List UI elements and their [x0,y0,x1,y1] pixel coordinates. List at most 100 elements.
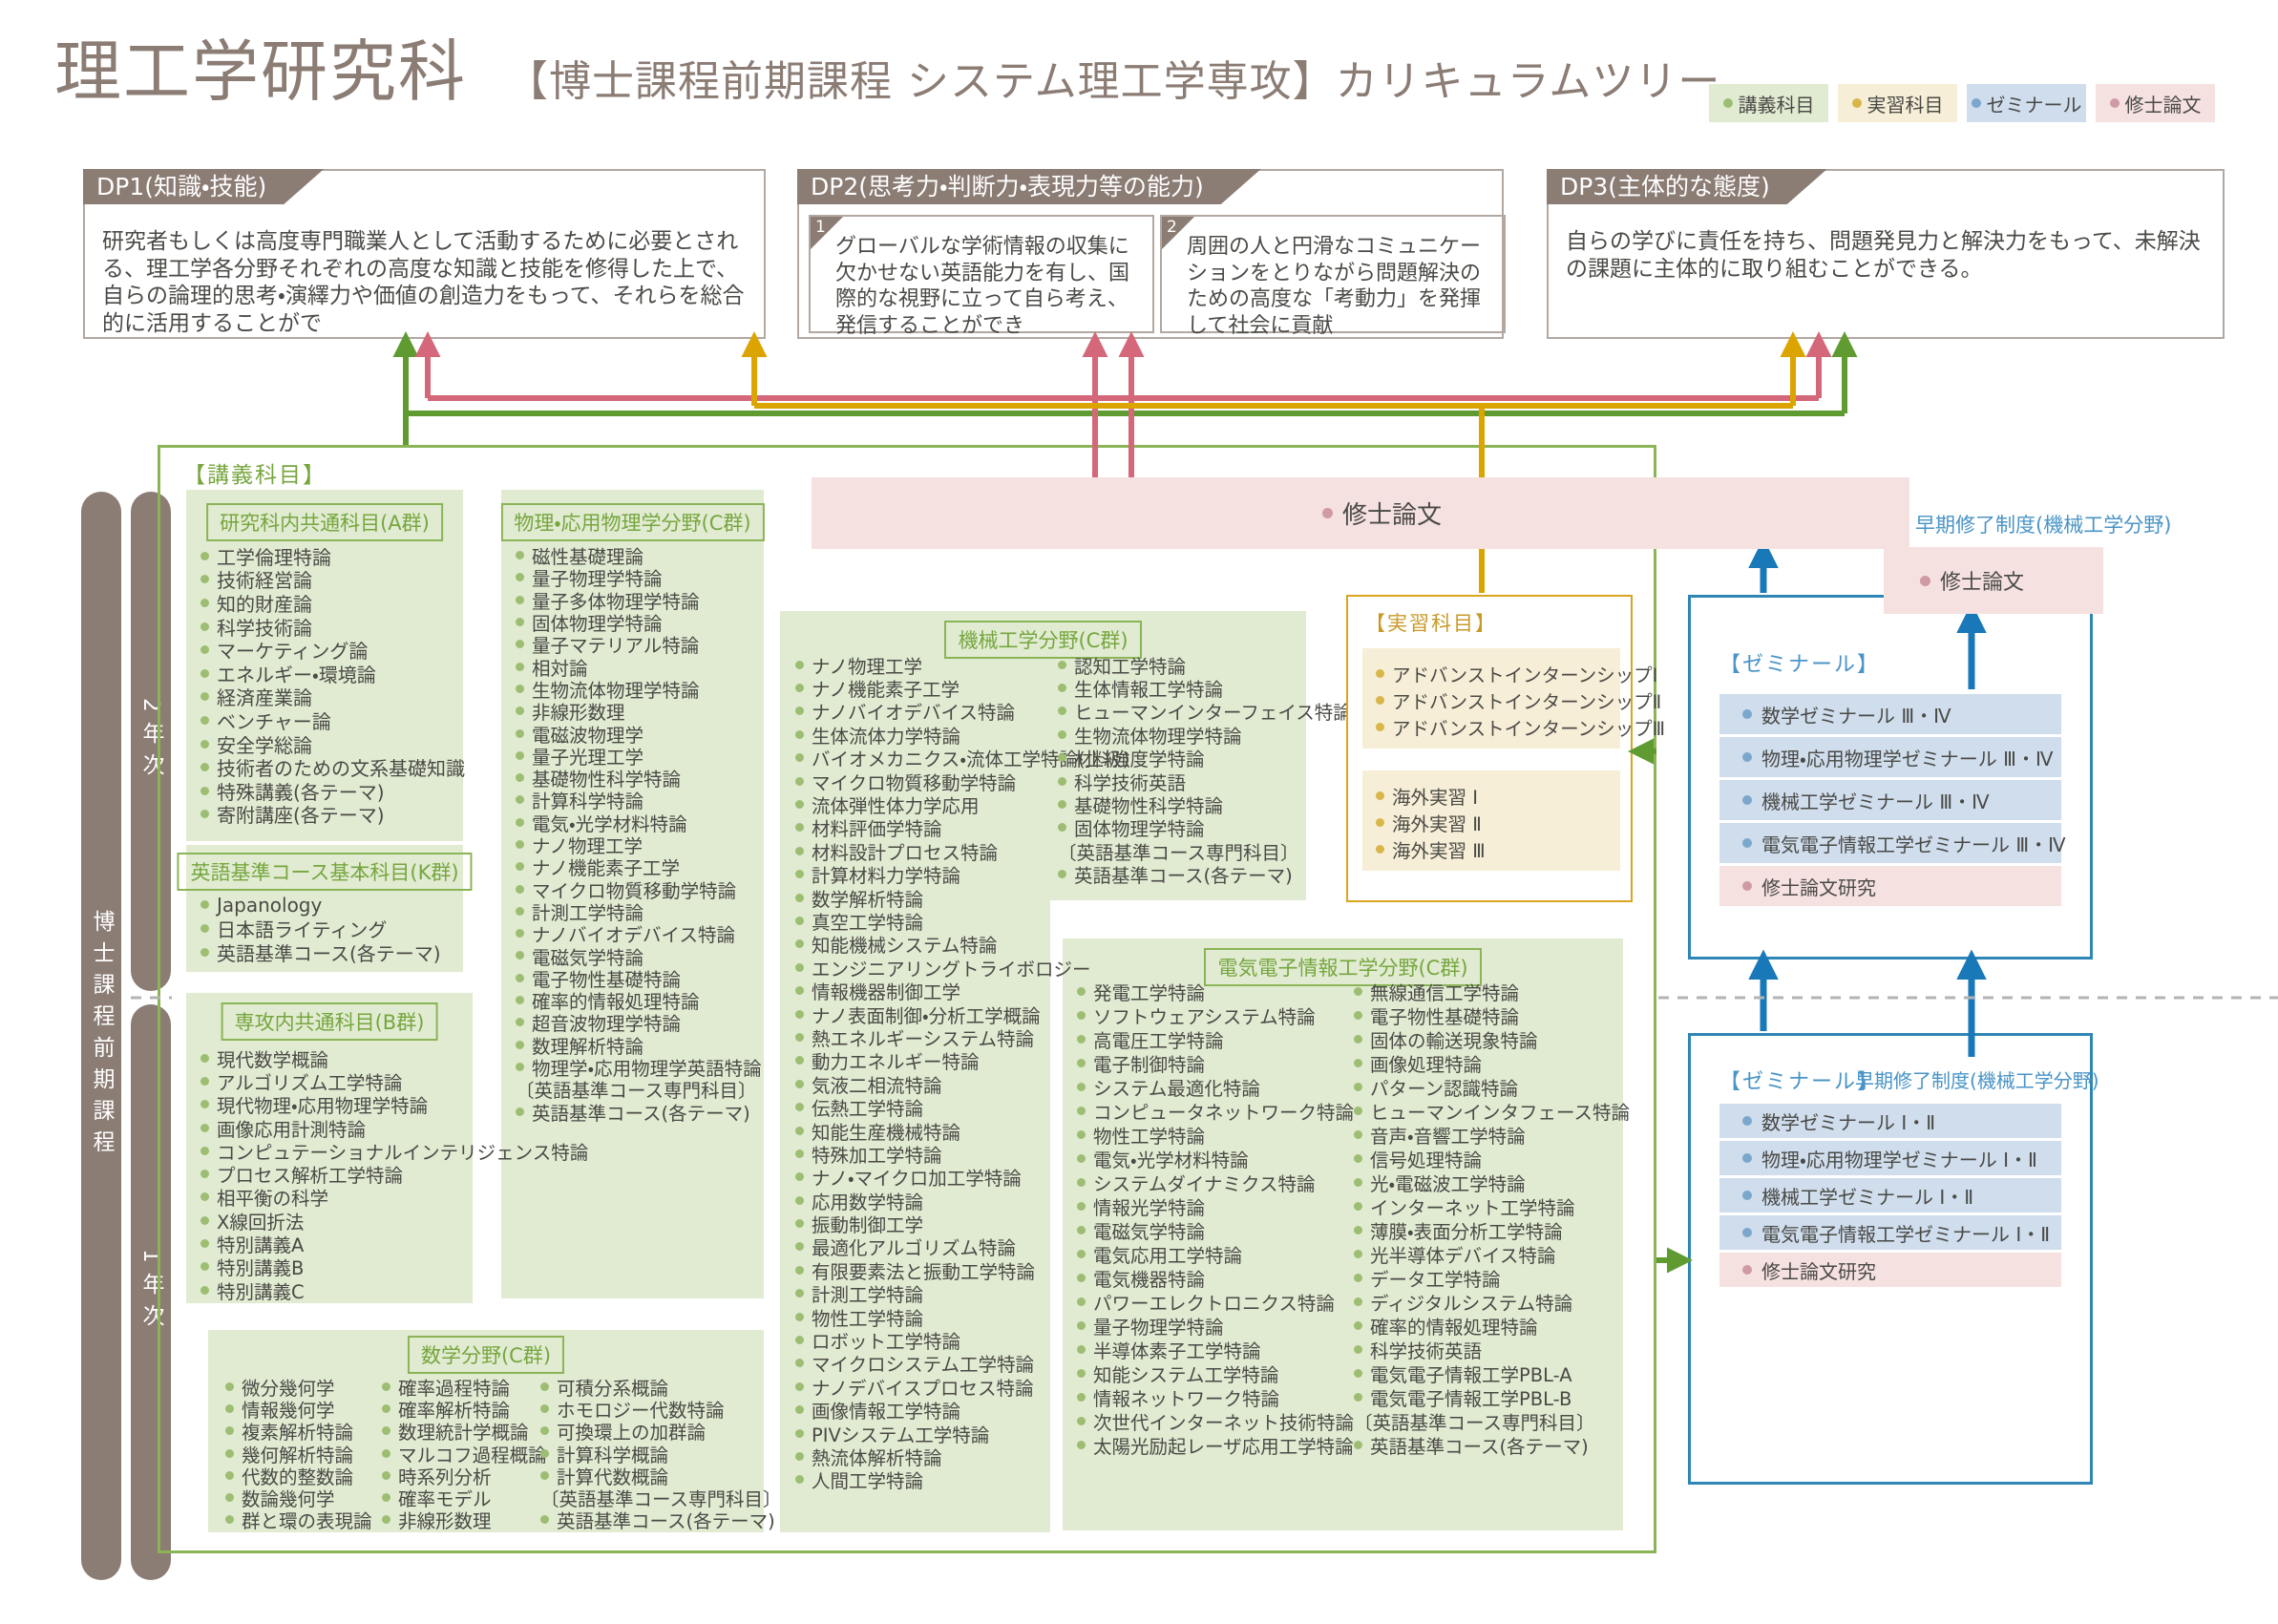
group-phys-box: 物理・応用物理学分野(C群) [500,490,765,1298]
course-label: 情報幾何学 [242,1400,335,1423]
course-label: 可換環上の加群論 [557,1422,707,1445]
course-item: 〔英語基準コース専門科目〕 [516,1078,762,1102]
course-item: 生物流体物理学特論 [516,678,762,702]
course-item: ナノバイオデバイス特論 [516,922,762,946]
bullet-icon [200,786,209,795]
course-item: 基礎物性科学特論 [1058,792,1352,817]
legend-chip-thesis: 修士論文 [2096,84,2215,122]
bullet-icon [540,1426,549,1436]
course-label: インターネット工学特論 [1370,1197,1575,1219]
bullet-icon [200,948,209,957]
course-label: 確率的情報処理特論 [1370,1317,1538,1339]
seminar-label: 機械工学ゼミナール Ⅲ・Ⅳ [1761,790,1990,813]
seminar-lower-label: 【ゼミナール】 [1719,1070,1881,1094]
group-k-title: 英語基準コース基本科目(K群) [177,853,473,891]
course-item: 計算代数概論 [540,1465,782,1488]
course-list-math-col1: 微分幾何学情報幾何学複素解析特論幾何解析特論代数的整数論数論幾何学群と環の表現論 [225,1376,372,1532]
course-list-a: 工学倫理特論技術経営論知的財産論科学技術論マーケティング論エネルギー・環境論経済… [200,544,465,827]
bullet-icon [1077,1345,1086,1354]
course-label: 気液二相流特論 [812,1074,942,1097]
course-label: 確率的情報処理特論 [532,991,700,1014]
course-item: 特殊加工学特論 [795,1142,1129,1167]
master-thesis-bar-early: 修士論文 [1884,547,2103,614]
group-elec-title: 電気電子情報工学分野(C群) [1204,948,1482,986]
course-item: 知能システム工学特論 [1077,1361,1354,1386]
sidebar-year1-bar: 1年次 [131,1004,171,1580]
course-label: 電磁気学特論 [1093,1221,1206,1243]
course-label: 電気応用工学特論 [1093,1245,1243,1267]
group-phys-title: 物理・応用物理学分野(C群) [500,503,765,541]
bullet-icon [516,840,524,849]
bullet-icon [1742,795,1752,805]
seminar-bar: 修士論文研究 [1719,866,2061,906]
course-label: 電気電子情報工学PBL-B [1370,1388,1572,1410]
course-label: 特殊加工学特論 [812,1144,942,1167]
course-label: 英語基準コース(各テーマ) [217,942,441,965]
bullet-icon [200,692,209,702]
seminar-label: 修士論文研究 [1761,1259,1876,1283]
course-label: ナノバイオデバイス特論 [812,702,1015,725]
bullet-icon [200,622,209,631]
course-label: 英語基準コース(各テーマ) [1074,865,1293,888]
legend-label: 講義科目 [1738,93,1815,116]
bullet-icon [200,763,209,772]
course-label: 次世代インターネット技術特論 [1093,1412,1355,1434]
course-label: 生物流体物理学特論 [532,679,700,702]
course-item: 情報機器制御工学 [795,979,1129,1003]
course-item: ディジタルシステム特論 [1354,1290,1630,1315]
course-label: 無線通信工学特論 [1370,982,1520,1004]
bullet-icon [516,1018,524,1027]
course-label: 有限要素法と振動工学特論 [812,1260,1036,1283]
bullet-icon [1742,709,1752,719]
bullet-icon [1077,1107,1086,1115]
bullet-icon [1354,1274,1362,1282]
thesis-label: 修士論文 [1322,477,1442,549]
course-label: ナノ物理工学 [812,655,923,678]
course-label: 数学解析特論 [812,888,924,911]
course-label: 確率過程特論 [398,1378,511,1401]
course-label: 磁性基礎理論 [532,546,644,569]
bullet-icon [795,707,804,716]
course-item: 英語基準コース(各テーマ) [516,1100,762,1125]
bullet-icon [516,551,524,560]
bullet-icon [200,810,209,819]
course-item: 知的財産論 [200,591,465,616]
course-item: 可積分系概論 [540,1376,782,1400]
bullet-icon [1354,1441,1362,1449]
course-list-b: 現代数学概論アルゴリズム工学特論現代物理・応用物理学特論画像応用計測特論コンピュ… [200,1046,588,1303]
legend-dot-icon [2109,98,2120,108]
course-label: データ工学特論 [1370,1269,1501,1291]
bullet-icon [795,916,804,925]
course-item: 〔英語基準コース専門科目〕 [1058,839,1352,864]
course-label: 数論幾何学 [242,1488,335,1511]
course-item: 計測工学特論 [516,900,762,924]
bullet-icon [795,660,804,669]
bullet-icon [1058,800,1066,810]
bullet-icon [1742,1116,1752,1126]
course-label: 特別講義C [217,1280,305,1303]
course-label: 物性工学特論 [812,1307,924,1330]
course-label: 物理学・応用物理学英語特論 [532,1057,762,1080]
course-item: 応用数学特論 [795,1189,1129,1213]
bullet-icon [1742,1153,1752,1163]
bullet-icon [516,906,524,916]
course-item: 英語基準コース(各テーマ) [1058,863,1352,888]
course-label: マイクロシステム工学特論 [812,1354,1035,1377]
group-math-box: 数学分野(C群) [208,1330,764,1532]
course-label: 固体の輸送現象特論 [1370,1030,1538,1052]
course-label: 計算材料力学特論 [812,865,961,888]
course-label: 計測工学特論 [812,1284,924,1307]
bullet-icon [516,884,524,894]
seminar-label: 電気電子情報工学ゼミナール Ⅲ・Ⅳ [1761,833,2066,856]
course-label: 工学倫理特論 [217,545,331,569]
thesis-label: 修士論文 [1920,547,2024,614]
dp3-text: 自らの学びに責任を持ち、問題発見力と解決力をもって、未解決の課題に主体的に取り組… [1566,229,2201,282]
course-label: 時系列分析 [398,1466,492,1488]
bullet-icon [516,817,524,827]
course-label: ベンチャー論 [217,709,331,733]
course-item: 薄膜・表面分析工学特論 [1354,1218,1630,1243]
course-item: ホモロジー代数特論 [540,1398,782,1422]
dp2-box: DP2(思考力・判断力・表現力等の能力) 1 グローバルな学術情報の収集に欠かせ… [797,169,1506,339]
bullet-icon [1077,1059,1086,1067]
